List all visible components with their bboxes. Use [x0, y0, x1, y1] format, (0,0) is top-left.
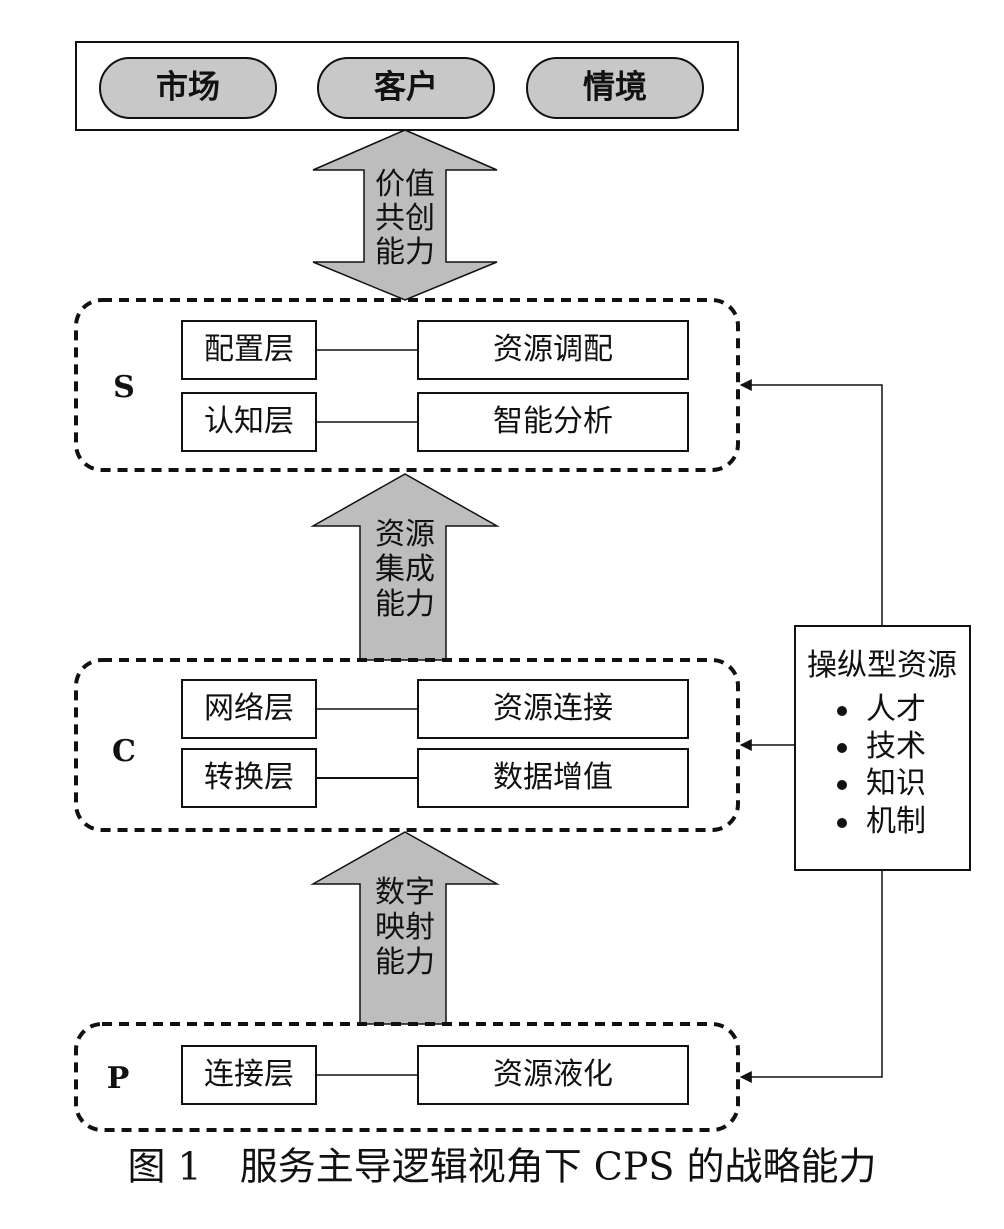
double-arrow-shape — [312, 129, 498, 301]
resource-integration-label-2: 集成 — [375, 552, 435, 587]
operant-resource-item: 人才 — [866, 692, 926, 727]
p-layer-group: P 连接层 资源液化 — [74, 1022, 740, 1132]
connector-to-p-layer — [739, 870, 883, 1083]
resource-integration-label-1: 资源 — [375, 517, 435, 552]
network-layer-label: 网络层 — [204, 691, 294, 726]
operant-resource-item: 知识 — [866, 766, 926, 801]
operant-resources-title: 操纵型资源 — [807, 648, 957, 683]
data-value-added-label: 数据增值 — [493, 760, 613, 795]
operant-resources-box: 操纵型资源 人才 技术 知识 机制 — [794, 625, 971, 871]
resource-integration-label-3: 能力 — [375, 587, 435, 622]
bullet-icon — [837, 818, 847, 828]
value-cocreation-double-arrow: 价值 共创 能力 — [312, 129, 498, 301]
value-cocreation-label-2: 共创 — [375, 201, 435, 236]
connection-layer-label: 连接层 — [204, 1057, 294, 1092]
s-layer-dashed-border — [74, 298, 740, 472]
resource-liquefaction-label: 资源液化 — [493, 1057, 613, 1092]
connector-to-s-layer — [739, 379, 883, 626]
cognition-layer-box — [181, 392, 317, 452]
resource-allocation-box — [417, 320, 689, 380]
digital-mapping-label-3: 能力 — [375, 945, 435, 980]
environment-pill-market: 市场 — [99, 57, 277, 119]
configuration-layer-label: 配置层 — [204, 332, 294, 367]
connection-layer-box — [181, 1045, 317, 1105]
intelligent-analysis-box — [417, 392, 689, 452]
bullet-icon — [837, 706, 847, 716]
p-layer-letter: P — [107, 1061, 130, 1096]
s-layer-group: S 配置层 资源调配 认知层 智能分析 — [74, 298, 740, 472]
operant-resource-item: 技术 — [866, 729, 926, 764]
conversion-layer-label: 转换层 — [204, 760, 294, 795]
digital-mapping-label-2: 映射 — [375, 910, 435, 945]
cognition-layer-label: 认知层 — [204, 404, 294, 439]
operant-resource-item: 机制 — [866, 804, 926, 839]
resource-connection-box — [417, 679, 689, 739]
c-layer-dashed-border — [74, 658, 740, 832]
resource-integration-up-arrow: 资源 集成 能力 — [310, 473, 500, 661]
value-cocreation-label-1: 价值 — [375, 167, 435, 202]
environment-label-customer: 客户 — [374, 68, 438, 106]
c-layer-group: C 网络层 资源连接 转换层 数据增值 — [74, 658, 740, 832]
digital-mapping-up-arrow: 数字 映射 能力 — [310, 831, 500, 1025]
environment-label-context: 情境 — [583, 68, 647, 106]
environment-box: 市场 客户 情境 — [75, 41, 739, 131]
configuration-layer-box — [181, 320, 317, 380]
resource-allocation-label: 资源调配 — [493, 332, 613, 367]
c-layer-letter: C — [112, 734, 136, 769]
operant-resources-connectors — [739, 379, 883, 1083]
resource-liquefaction-box — [417, 1045, 689, 1105]
intelligent-analysis-label: 智能分析 — [493, 404, 613, 439]
s-layer-letter: S — [113, 370, 135, 405]
digital-mapping-label-1: 数字 — [375, 875, 435, 910]
figure-caption: 图 1 服务主导逻辑视角下 CPS 的战略能力 — [127, 1145, 876, 1189]
environment-pill-context: 情境 — [526, 57, 704, 119]
resource-connection-label: 资源连接 — [493, 691, 613, 726]
data-value-added-box — [417, 748, 689, 808]
environment-pill-customer: 客户 — [317, 57, 495, 119]
up-arrow-shape — [310, 473, 500, 661]
bullet-icon — [837, 780, 847, 790]
up-arrow-shape — [310, 831, 500, 1025]
bullet-icon — [837, 743, 847, 753]
value-cocreation-label-3: 能力 — [375, 235, 435, 270]
environment-label-market: 市场 — [156, 68, 220, 106]
